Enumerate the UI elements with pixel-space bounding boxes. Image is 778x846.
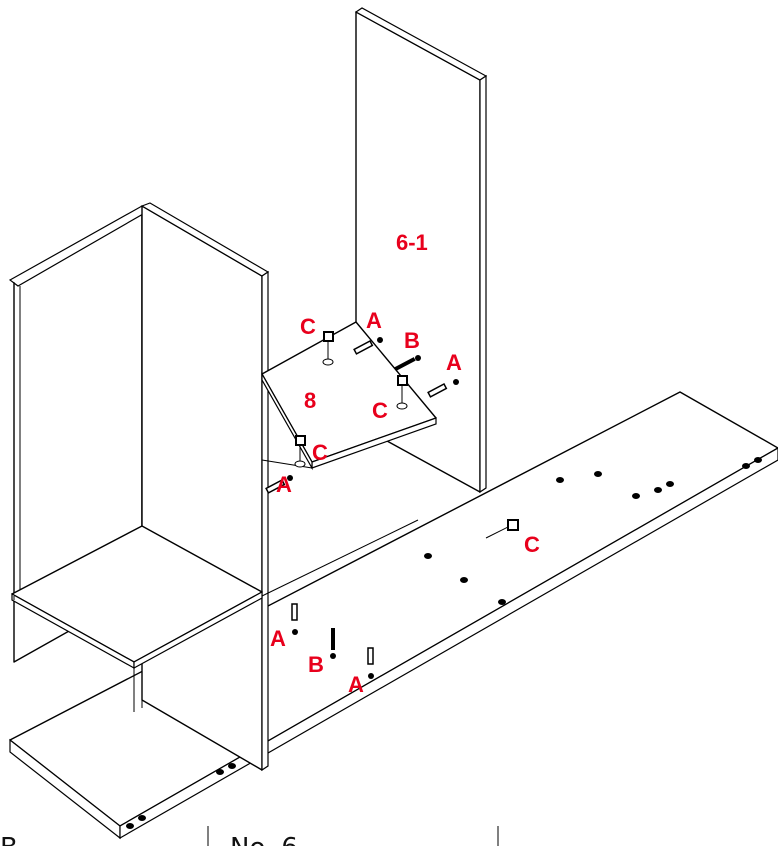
dowel-a1 (353, 337, 383, 355)
label-a2: A (446, 350, 462, 375)
base-holes (126, 457, 762, 829)
dowel-a4 (291, 603, 298, 635)
left-cabinet (8, 202, 270, 772)
hardware (265, 331, 519, 679)
bolt-b2 (330, 628, 336, 659)
label-b1: B (404, 328, 420, 353)
label-c1: C (300, 314, 316, 339)
label-c3: C (312, 440, 328, 465)
footer-strip: B No. 6 (0, 826, 499, 846)
guide-line (261, 519, 419, 597)
dowel-a5 (367, 647, 374, 679)
bolt-b1 (394, 355, 421, 371)
footer-middle-text: No. 6 (230, 833, 298, 846)
label-c4: C (524, 532, 540, 557)
dowel-a3 (265, 475, 293, 494)
cam-c4 (485, 519, 519, 539)
panel-label-8: 8 (304, 388, 316, 413)
panel-label-6-1: 6-1 (396, 230, 428, 255)
label-a3: A (276, 472, 292, 497)
label-a5: A (348, 672, 364, 697)
label-c2: C (372, 398, 388, 423)
cam-c2 (396, 375, 408, 410)
footer-left-text: B (0, 833, 18, 846)
cam-c3 (294, 435, 306, 468)
label-a1: A (366, 308, 382, 333)
label-a4: A (270, 626, 286, 651)
dowel-a2 (427, 379, 459, 398)
label-b2: B (308, 652, 324, 677)
cam-c1 (322, 331, 334, 366)
